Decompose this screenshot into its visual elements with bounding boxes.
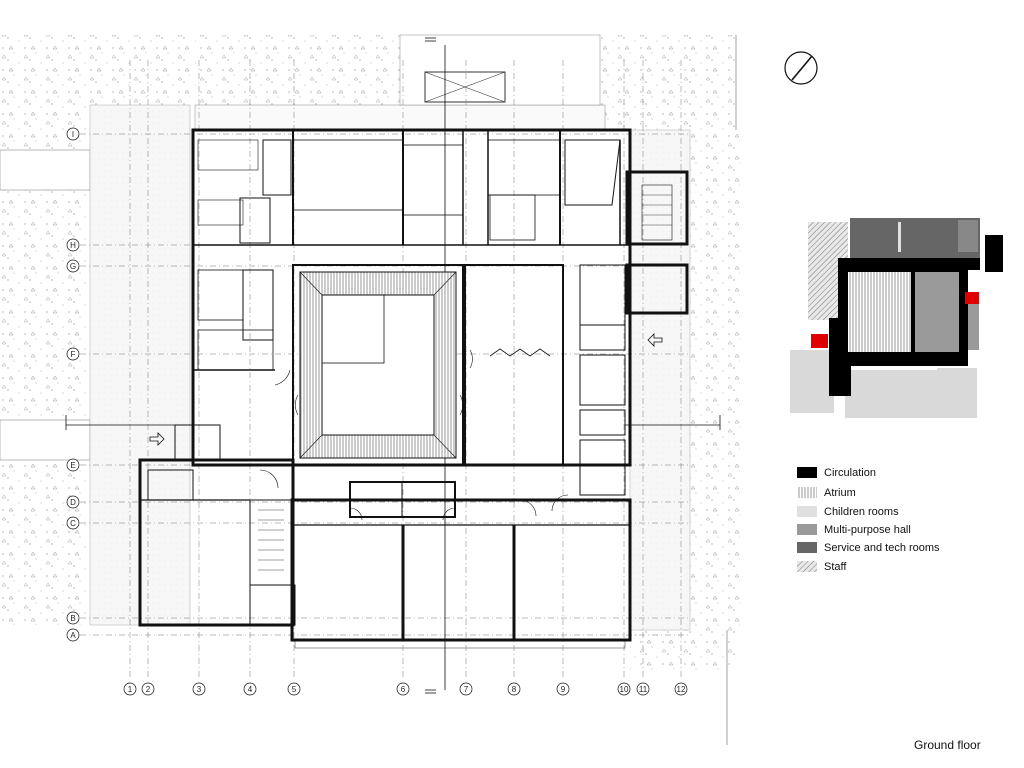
svg-text:6: 6 (401, 685, 406, 694)
arrow-left-icon (647, 333, 663, 347)
svg-text:12: 12 (677, 685, 686, 694)
legend-label-staff: Staff (824, 561, 847, 573)
legend-swatches (797, 467, 817, 572)
svg-text:H: H (70, 241, 76, 250)
grid-row-I: I (66, 127, 80, 141)
grid-row-H: H (66, 238, 80, 252)
legend-label-service-rooms: Service and tech rooms (824, 542, 940, 554)
legend-label-children-rooms: Children rooms (824, 506, 899, 518)
building (138, 128, 689, 642)
grid-row-F: F (66, 347, 80, 361)
grid-row-B: B (66, 611, 80, 625)
svg-text:A: A (70, 631, 76, 640)
legend-swatch-circulation (797, 467, 817, 478)
grid-column-labels: 1 2 3 4 5 6 7 8 9 10 11 12 (123, 682, 688, 696)
legend-swatch-multi-purpose-hall (797, 524, 817, 535)
grid-row-D: D (66, 495, 80, 509)
arrow-right-icon (149, 432, 165, 446)
svg-text:10: 10 (620, 685, 629, 694)
landscape (0, 34, 740, 745)
grid-col-9: 9 (556, 682, 570, 696)
grid-row-labels: I H G F E D C B A (66, 127, 80, 642)
key-plan (790, 218, 1003, 418)
svg-text:1: 1 (128, 685, 133, 694)
svg-text:C: C (70, 519, 76, 528)
legend-swatch-atrium (797, 487, 817, 498)
grid-row-A: A (66, 628, 80, 642)
svg-text:4: 4 (248, 685, 253, 694)
grid-row-E: E (66, 458, 80, 472)
grid-row-G: G (66, 259, 80, 273)
legend-swatch-children-rooms (797, 506, 817, 517)
svg-text:5: 5 (292, 685, 297, 694)
grid-col-8: 8 (507, 682, 521, 696)
grid-col-4: 4 (243, 682, 257, 696)
grid-col-11: 11 (636, 682, 650, 696)
grid-col-1: 1 (123, 682, 137, 696)
svg-text:2: 2 (146, 685, 151, 694)
svg-text:I: I (72, 130, 74, 139)
svg-text:9: 9 (561, 685, 566, 694)
legend-label-circulation: Circulation (824, 467, 876, 479)
legend-swatch-staff (797, 561, 817, 572)
svg-text:8: 8 (512, 685, 517, 694)
svg-text:E: E (70, 461, 75, 470)
grid-col-5: 5 (287, 682, 301, 696)
grid-col-7: 7 (459, 682, 473, 696)
north-arrow-icon (784, 51, 818, 85)
legend-label-atrium: Atrium (824, 487, 856, 499)
legend-label-multi-purpose-hall: Multi-purpose hall (824, 524, 911, 536)
grid-col-12: 12 (674, 682, 688, 696)
svg-text:11: 11 (639, 685, 648, 694)
svg-text:B: B (70, 614, 75, 623)
svg-text:F: F (71, 350, 76, 359)
svg-text:3: 3 (197, 685, 202, 694)
grid-col-2: 2 (141, 682, 155, 696)
svg-text:7: 7 (464, 685, 469, 694)
grid-col-10: 10 (617, 682, 631, 696)
svg-text:D: D (70, 498, 76, 507)
svg-text:G: G (70, 262, 76, 271)
grid-col-3: 3 (192, 682, 206, 696)
grid-col-6: 6 (396, 682, 410, 696)
grid-row-C: C (66, 516, 80, 530)
drawing-title: Ground floor (914, 738, 981, 752)
legend-swatch-service-rooms (797, 542, 817, 553)
